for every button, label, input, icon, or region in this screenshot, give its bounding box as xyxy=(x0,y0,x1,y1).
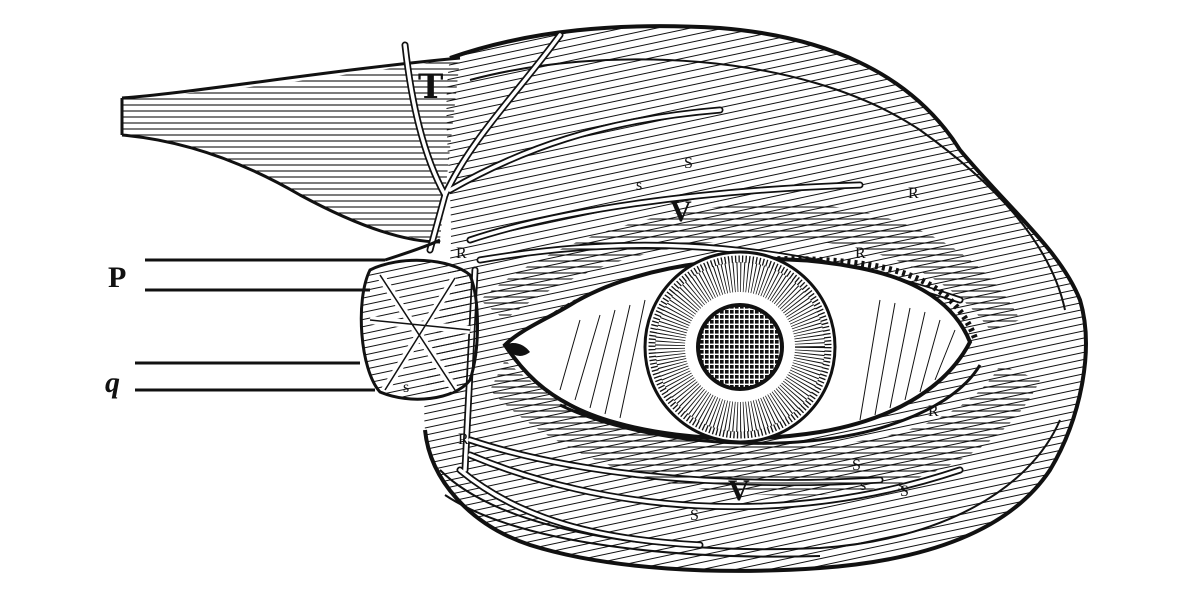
label-s-2: S xyxy=(852,457,861,474)
label-s-5: s xyxy=(636,177,643,194)
label-R-5: R xyxy=(908,185,919,202)
label-s-6: s xyxy=(860,477,867,494)
label-R-4: R xyxy=(928,403,939,420)
label-s-1: S xyxy=(684,155,693,172)
label-R-1: R xyxy=(456,245,467,262)
label-s-7: s xyxy=(898,477,905,494)
label-P: P xyxy=(108,261,127,294)
nerve-p xyxy=(145,238,441,292)
label-s-8: S xyxy=(900,483,909,500)
label-s-4: s xyxy=(403,379,410,396)
lower-lid-border xyxy=(559,364,982,445)
label-R-3: R xyxy=(855,245,866,262)
label-R-2: R xyxy=(458,431,469,448)
nerve-q xyxy=(135,361,375,392)
label-V-lower: V xyxy=(728,474,750,507)
label-T: T xyxy=(418,67,444,107)
label-q: q xyxy=(105,366,120,399)
ligament-knot xyxy=(359,258,479,401)
label-s-3: S xyxy=(690,507,699,524)
label-V-upper: V xyxy=(670,195,692,228)
pupil xyxy=(696,303,784,391)
